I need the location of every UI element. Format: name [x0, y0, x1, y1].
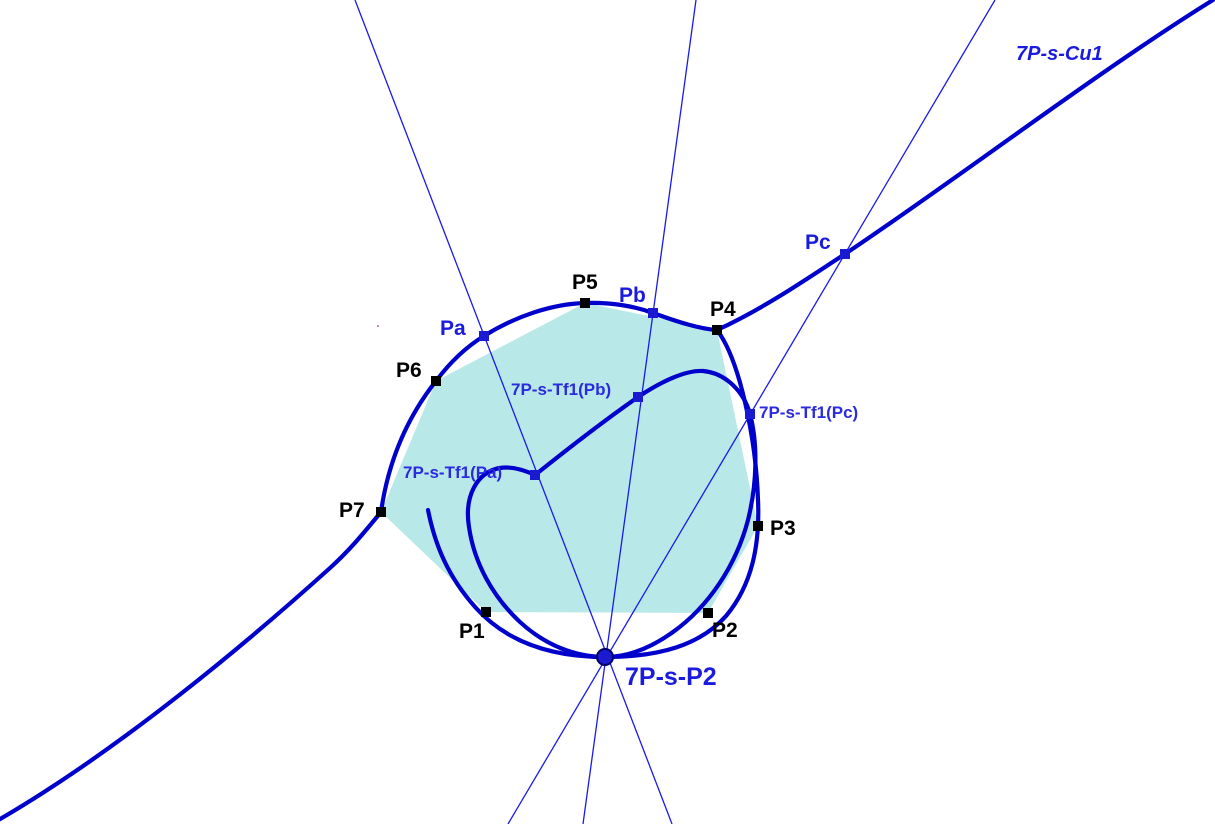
- marker-tf1-pc[interactable]: [745, 409, 755, 419]
- marker-p3[interactable]: [753, 521, 763, 531]
- curve-7p-s-cu1-lower-tail: [0, 509, 384, 822]
- marker-p6[interactable]: [431, 376, 441, 386]
- marker-p5[interactable]: [580, 298, 590, 308]
- marker-p1[interactable]: [481, 607, 491, 617]
- marker-tf1-pa[interactable]: [530, 470, 540, 480]
- artifact-dot: [377, 325, 379, 327]
- marker-p2[interactable]: [703, 608, 713, 618]
- marker-7p-s-p2-inner: [601, 653, 609, 661]
- thin-line-through-pb: [582, 0, 697, 824]
- curve-7p-s-cu1-upper-tail: [714, 0, 1215, 333]
- inner-loop-curve: [465, 368, 758, 660]
- shaded-heptagon: [381, 303, 758, 613]
- marker-p7[interactable]: [376, 507, 386, 517]
- marker-pa[interactable]: [479, 331, 489, 341]
- curve-7p-s-cu1-bottom-left-lobe: [425, 507, 608, 660]
- thin-line-through-pa: [354, 0, 673, 824]
- marker-tf1-pb[interactable]: [633, 392, 643, 402]
- marker-pb[interactable]: [648, 308, 658, 318]
- marker-p4[interactable]: [712, 325, 722, 335]
- marker-pc[interactable]: [840, 249, 850, 259]
